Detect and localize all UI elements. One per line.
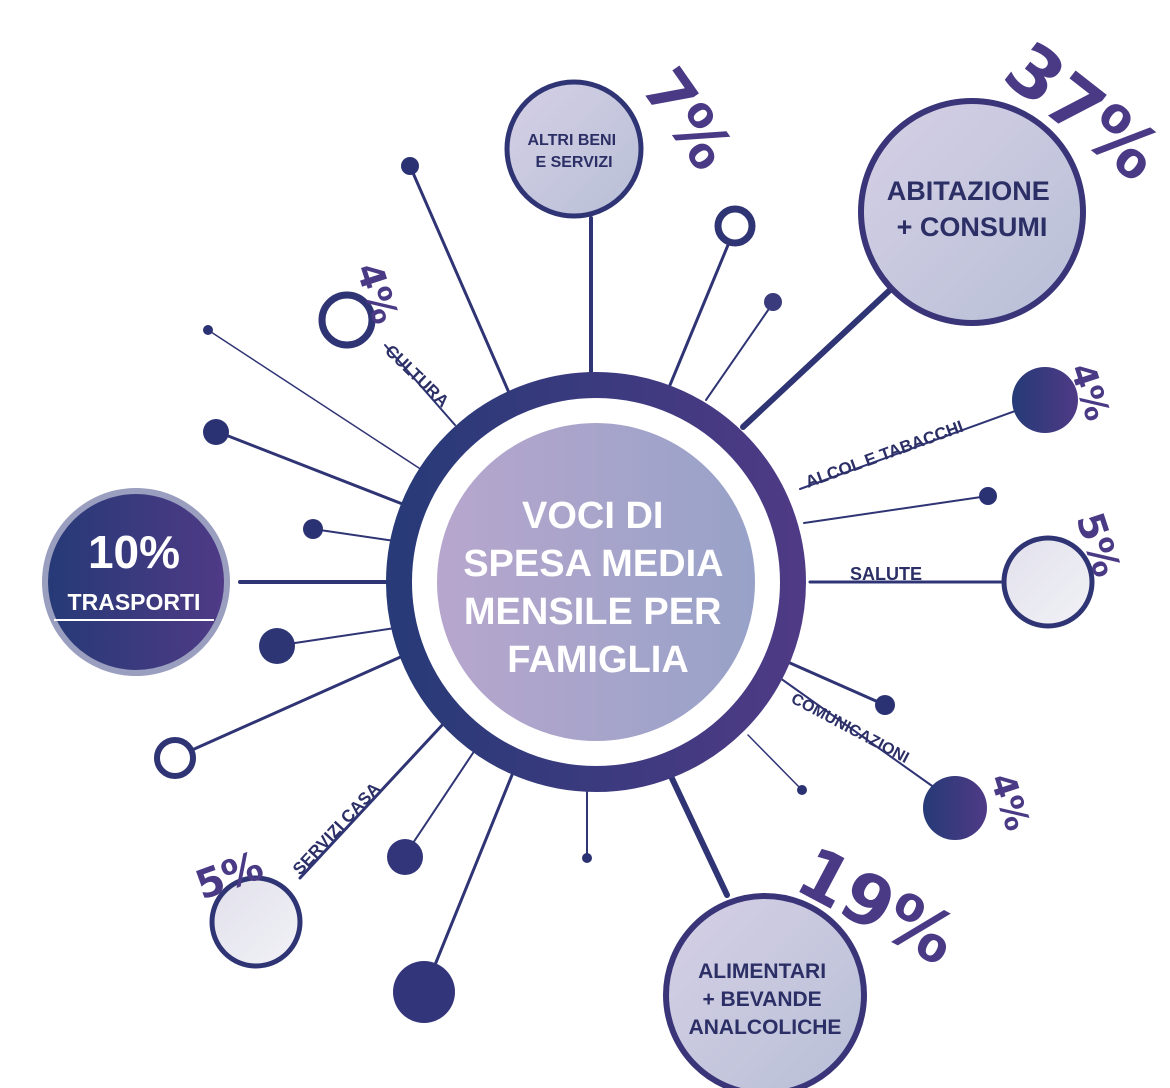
abitazione-label-line-2: + CONSUMI (897, 212, 1048, 242)
node-cultura: 4% CULTURA (318, 258, 453, 411)
center-title-line-4: FAMIGLIA (507, 639, 689, 681)
node-alimentari: 19% ALIMENTARI + BEVANDE ANALCOLICHE (663, 831, 970, 1088)
center-title-line-1: VOCI DI (522, 495, 663, 537)
alimentari-label-line-3: ANALCOLICHE (689, 1016, 842, 1039)
alimentari-label-line-1: ALIMENTARI (698, 960, 826, 983)
svg-text:ALTRI BENI E SERVIZI: ALTRI BENI E SERVIZI (527, 132, 620, 171)
altri-beni-label-line-2: E SERVIZI (535, 154, 612, 171)
abitazione-label-line-1: ABITAZIONE (887, 176, 1050, 206)
svg-text:ABITAZIONE + CONSUMI: ABITAZIONE + CONSUMI (887, 176, 1058, 242)
svg-text:ALIMENTARI + BEVANDE: ALIMENTARI + BEVANDE ANALCOLICHE (689, 960, 842, 1039)
comunicazioni-percent: 4% (981, 768, 1037, 835)
trasporti-label: TRASPORTI (68, 589, 201, 615)
node-trasporti: 10% TRASPORTI (42, 488, 230, 676)
decorative-dots (154, 157, 997, 1023)
altri-beni-label-line-1: ALTRI BENI (527, 132, 616, 149)
servizi-casa-label: SERVIZI CASA (289, 779, 384, 879)
altri-beni-percent: 7% (628, 55, 748, 183)
node-salute: 5% SALUTE (850, 507, 1129, 629)
spokes (190, 164, 1019, 994)
svg-text:VOCI DI SPESA MEDIA: VOCI DI SPESA MEDIA MENSILE PER FAMIGLIA (463, 495, 733, 681)
trasporti-percent: 10% (88, 526, 180, 578)
alimentari-label-line-2: + BEVANDE (702, 988, 821, 1011)
node-abitazione: 37% ABITAZIONE + CONSUMI (858, 25, 1170, 326)
node-comunicazioni: 4% COMUNICAZIONI (788, 691, 1037, 840)
node-altri-beni: 7% ALTRI BENI E SERVIZI (504, 55, 748, 219)
node-alcol-tabacchi: 4% ALCOL E TABACCHI (803, 358, 1117, 491)
center-title-line-2: SPESA MEDIA (463, 543, 723, 585)
center-title-line-3: MENSILE PER (464, 591, 722, 633)
center-hub: VOCI DI SPESA MEDIA MENSILE PER FAMIGLIA (386, 372, 806, 792)
alcol-tabacchi-label: ALCOL E TABACCHI (803, 417, 966, 492)
salute-label: SALUTE (850, 564, 922, 584)
cultura-label: CULTURA (381, 341, 452, 411)
node-servizi-casa: 5% SERVIZI CASA (190, 779, 384, 969)
